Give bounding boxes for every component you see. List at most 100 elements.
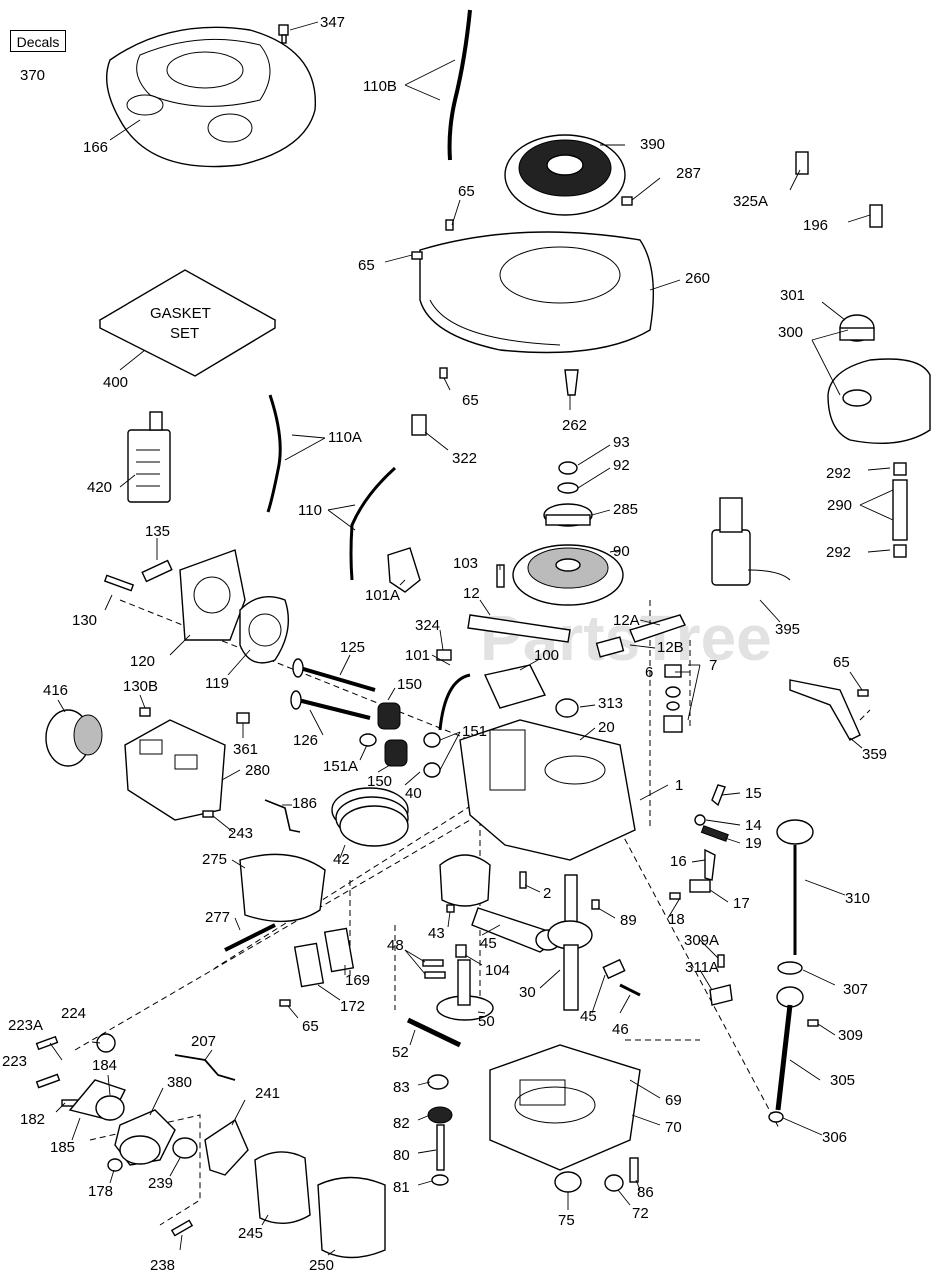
label-420: 420 — [87, 479, 112, 496]
label-239: 239 — [148, 1175, 173, 1192]
label-172: 172 — [340, 998, 365, 1015]
label-395: 395 — [775, 621, 800, 638]
seal-75-part — [554, 1171, 582, 1193]
label-390: 390 — [640, 136, 665, 153]
ignition-lead-101-part — [438, 673, 471, 731]
leader-lines — [49, 21, 894, 1256]
label-359: 359 — [862, 746, 887, 763]
cylinder-head-part — [179, 549, 246, 641]
label-126: 126 — [293, 732, 318, 749]
label-19: 19 — [745, 835, 762, 852]
label-65d: 65 — [833, 654, 850, 671]
label-313: 313 — [598, 695, 623, 712]
label-182: 182 — [20, 1111, 45, 1128]
clamp-292a-part — [893, 462, 907, 476]
bolt-103-part — [496, 564, 505, 588]
screw-86-part — [629, 1157, 639, 1183]
carburetor-380-part — [114, 1109, 176, 1166]
label-301: 301 — [780, 287, 805, 304]
rod-cap-45b-part — [602, 958, 626, 980]
screw-65a-part — [445, 219, 454, 231]
screw-309-part — [807, 1019, 819, 1027]
label-125: 125 — [340, 639, 365, 656]
label-361: 361 — [233, 741, 258, 758]
label-65a: 65 — [458, 183, 475, 200]
label-48: 48 — [387, 937, 404, 954]
screw-238-part — [170, 1219, 194, 1237]
label-151: 151 — [462, 723, 487, 740]
bushing-313-part — [555, 698, 579, 718]
piston-rings-part — [331, 787, 409, 847]
fuel-cap-part — [839, 314, 875, 342]
label-43: 43 — [428, 925, 445, 942]
engine-cover-part — [105, 26, 317, 168]
link-207-part — [174, 1054, 236, 1081]
label-310: 310 — [845, 890, 870, 907]
label-2: 2 — [543, 885, 551, 902]
label-250: 250 — [309, 1257, 334, 1274]
part-311A — [709, 984, 733, 1006]
cup-285-part — [543, 503, 593, 527]
label-80: 80 — [393, 1147, 410, 1164]
nut-93-part — [558, 461, 578, 475]
label-416: 416 — [43, 682, 68, 699]
label-7: 7 — [709, 657, 717, 674]
recoil-starter-part — [504, 134, 626, 216]
washer-81-part — [431, 1174, 449, 1186]
label-89: 89 — [620, 912, 637, 929]
label-309: 309 — [838, 1027, 863, 1044]
spring-19-part — [700, 825, 729, 842]
label-72: 72 — [632, 1205, 649, 1222]
gasket-169-part — [323, 927, 355, 973]
part-89 — [591, 899, 600, 910]
fuel-line-290-part — [892, 479, 908, 541]
label-306: 306 — [822, 1129, 847, 1146]
gasket-set-part: GASKET SET — [98, 269, 277, 377]
retainer-151A-part — [359, 733, 377, 747]
clip-325A-part — [795, 151, 809, 175]
o-ring-307-part — [777, 961, 803, 975]
label-150a: 150 — [397, 676, 422, 693]
label-166: 166 — [83, 139, 108, 156]
label-245: 245 — [238, 1225, 263, 1242]
label-92: 92 — [613, 457, 630, 474]
label-241: 241 — [255, 1085, 280, 1102]
bracket-262-part — [564, 369, 579, 396]
seal-306-part — [768, 1111, 784, 1123]
governor-52-part — [406, 1017, 462, 1048]
tube-12-part — [467, 614, 571, 643]
plug-72-part — [604, 1174, 624, 1192]
label-75: 75 — [558, 1212, 575, 1229]
label-18: 18 — [668, 911, 685, 928]
label-50: 50 — [478, 1013, 495, 1030]
label-45b: 45 — [580, 1008, 597, 1025]
spring-150b-part — [384, 739, 408, 767]
label-300: 300 — [778, 324, 803, 341]
screw-46-part — [619, 983, 641, 997]
label-262: 262 — [562, 417, 587, 434]
label-130B: 130B — [123, 678, 158, 695]
label-12: 12 — [463, 585, 480, 602]
nut-178-part — [107, 1158, 123, 1172]
watermark: PartsTree — [480, 602, 772, 674]
gasket-172-part — [293, 942, 325, 988]
label-325A: 325A — [733, 193, 768, 210]
label-400: 400 — [103, 374, 128, 391]
label-260: 260 — [685, 270, 710, 287]
label-324: 324 — [415, 617, 440, 634]
ignition-module-part — [484, 664, 547, 709]
label-277: 277 — [205, 909, 230, 926]
blower-housing-part — [419, 231, 654, 354]
spring-150a-part — [377, 702, 401, 730]
fuel-tank-part — [827, 358, 931, 444]
dipstick-310-part — [776, 819, 814, 955]
filter-245-part — [254, 1151, 311, 1224]
oil-bottle-part — [127, 411, 171, 503]
label-70: 70 — [665, 1119, 682, 1136]
wire-186-part — [264, 799, 301, 833]
label-65b: 65 — [358, 257, 375, 274]
clip-322-part — [411, 414, 427, 436]
label-285: 285 — [613, 501, 638, 518]
